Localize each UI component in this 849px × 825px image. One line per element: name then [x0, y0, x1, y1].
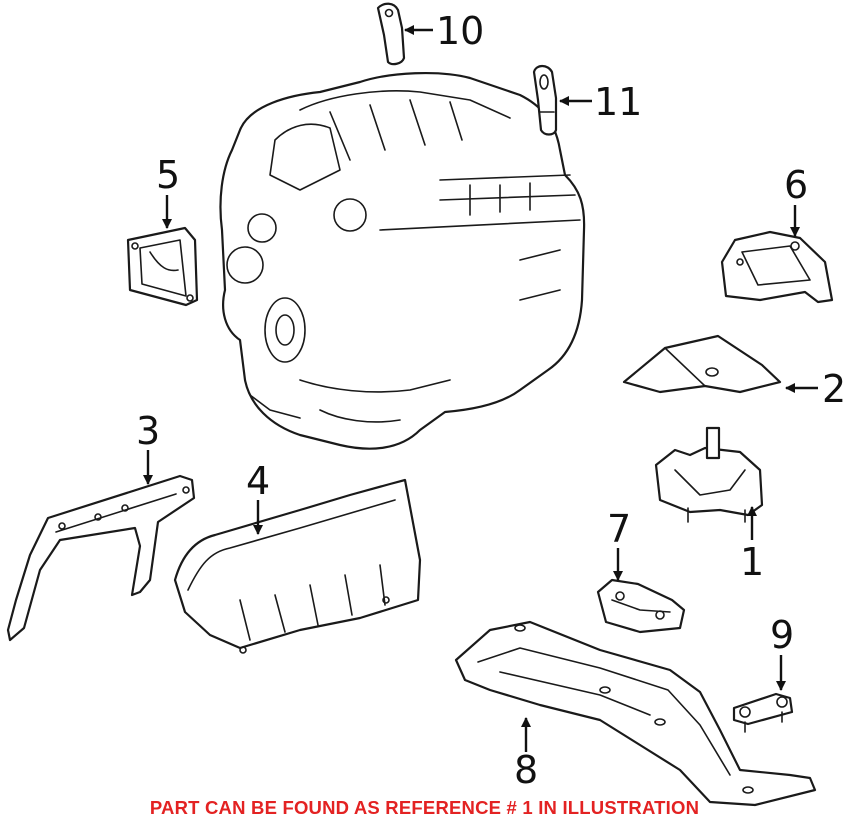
- part-8-crossmember: [454, 620, 817, 807]
- callout-10: 10: [436, 9, 484, 53]
- part-4-heat-shield-panel: [173, 478, 422, 654]
- part-9-link-bracket: [732, 692, 794, 733]
- part-3-frame-bracket: [6, 474, 196, 642]
- callout-11: 11: [594, 80, 642, 124]
- callout-9: 9: [770, 613, 794, 657]
- part-5-mount-bracket: [126, 226, 199, 307]
- callout-5: 5: [156, 153, 180, 197]
- callout-6: 6: [784, 163, 808, 207]
- engine-block: [219, 72, 586, 450]
- part-7-transmission-mount: [596, 578, 686, 634]
- part-11-engine-hook: [532, 64, 558, 136]
- callout-4: 4: [246, 459, 270, 503]
- callout-3: 3: [136, 409, 160, 453]
- part-1-engine-mount: [654, 426, 764, 523]
- callout-1: 1: [740, 540, 764, 584]
- part-10-lifting-bracket: [376, 2, 406, 66]
- part-6-support-bracket: [720, 230, 834, 304]
- callout-7: 7: [607, 507, 631, 551]
- reference-note: PART CAN BE FOUND AS REFERENCE # 1 IN IL…: [149, 797, 700, 818]
- part-2-heat-shield: [622, 334, 782, 394]
- callout-2: 2: [822, 367, 846, 411]
- callout-8: 8: [514, 748, 538, 792]
